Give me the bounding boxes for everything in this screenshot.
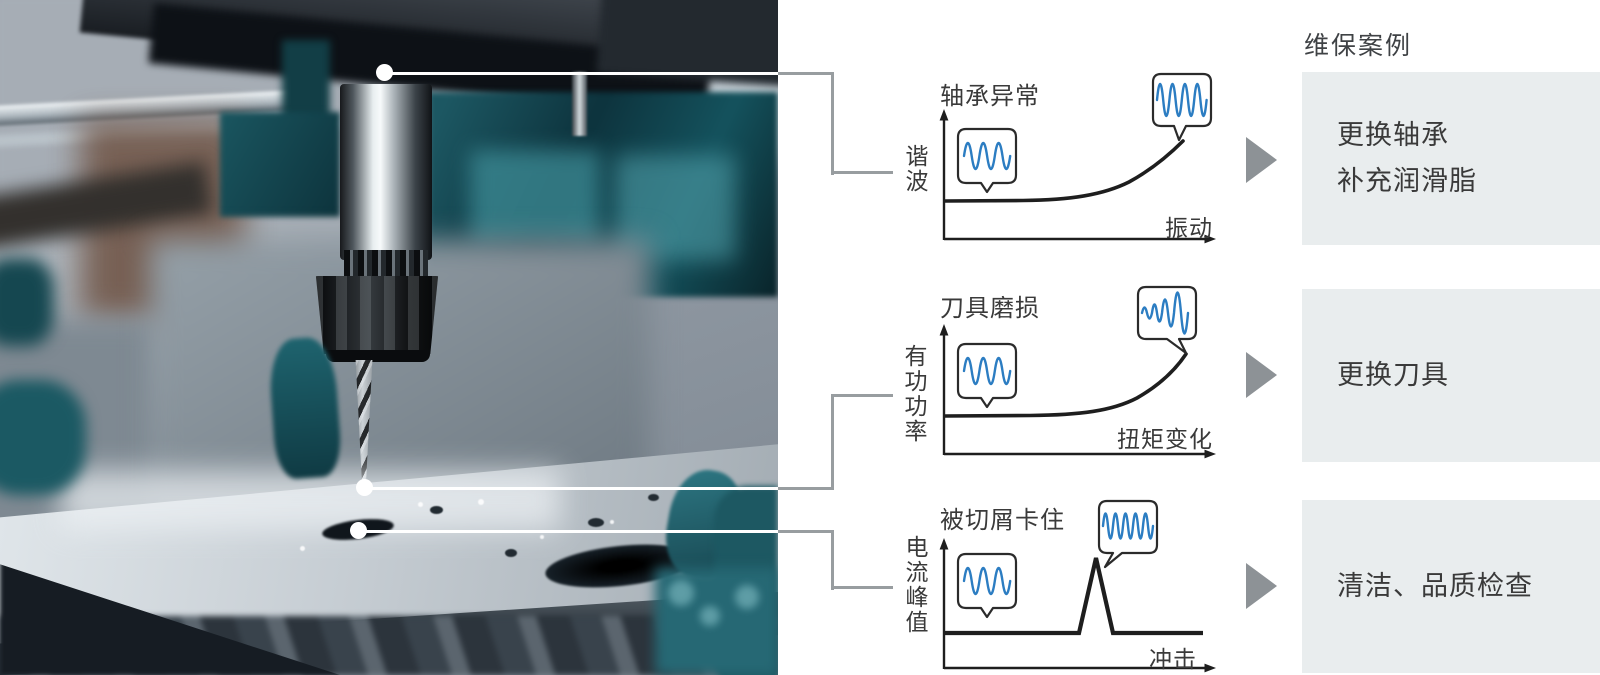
waveform-bubble-normal [956, 552, 1018, 619]
case-text: 更换轴承 [1337, 120, 1449, 151]
droplet [610, 520, 614, 524]
x-axis-label-bearing: 振动 [1165, 216, 1213, 242]
arrow-right-icon [1246, 352, 1277, 398]
plate-highlight [60, 470, 560, 530]
maintenance-cases-header: 维保案例 [1304, 31, 1413, 60]
case-box-bearing: 更换轴承 补充润滑脂 [1302, 72, 1600, 245]
case-text: 清洁、品质检查 [1337, 571, 1533, 602]
teal-clamp-left [0, 258, 54, 346]
case-box-tool: 更换刀具 [1302, 289, 1600, 462]
y-axis-label-bearing: 谐波 [901, 144, 927, 194]
collet-facets [315, 276, 439, 354]
droplet [540, 535, 544, 539]
plot-chip [939, 538, 1216, 673]
collet-chuck [315, 276, 439, 354]
chart-title-tool: 刀具磨损 [940, 294, 1040, 322]
plot-bearing [939, 109, 1216, 244]
droplet [478, 499, 484, 505]
plate-hole [430, 506, 443, 514]
plate-hole [505, 549, 517, 557]
waveform-bubble-abnormal [1097, 499, 1159, 569]
waveform-bubble-abnormal [1151, 72, 1213, 142]
connector-2 [778, 486, 834, 490]
case-text: 补充润滑脂 [1337, 166, 1477, 197]
spindle-cylinder [340, 84, 432, 260]
y-axis-label-tool: 有功功率 [900, 344, 926, 444]
sensor-leader-line-2 [365, 486, 778, 490]
bokeh-highlight [668, 580, 694, 606]
plate-hole [648, 494, 659, 501]
plot-tool [939, 324, 1216, 459]
connector-2 [831, 393, 835, 490]
large-sine-wave-icon [1155, 82, 1208, 118]
connector-1 [831, 71, 835, 175]
growing-sine-wave-icon [1140, 291, 1190, 335]
droplet [300, 546, 305, 551]
arrow-right-icon [1246, 563, 1277, 609]
spindle-knurled-ring [344, 250, 428, 276]
sensor-dot-3 [350, 522, 367, 539]
connector-3 [831, 586, 893, 590]
sensor-dot-2 [356, 479, 373, 496]
arrow-right-icon [1246, 137, 1277, 183]
metal-pin [572, 72, 587, 136]
collet-lip [326, 350, 430, 362]
sensor-leader-line-1 [385, 71, 778, 75]
waveform-bubble-normal [956, 342, 1018, 409]
chart-title-chip: 被切屑卡住 [940, 506, 1065, 534]
small-sine-wave-icon [962, 141, 1012, 171]
small-sine-wave-icon [962, 356, 1012, 386]
teal-fixture [220, 112, 340, 217]
waveform-bubble-abnormal [1136, 285, 1198, 355]
bokeh-highlight [735, 585, 759, 609]
connector-3 [778, 529, 834, 533]
droplet [418, 502, 423, 507]
bokeh-highlight [700, 606, 720, 626]
case-text: 更换刀具 [1337, 360, 1449, 391]
plate-hole [588, 518, 604, 527]
medium-sine-wave-icon [1101, 512, 1155, 540]
connector-1 [778, 71, 834, 75]
machine-photo [0, 0, 778, 675]
x-axis-label-tool: 扭矩变化 [1117, 427, 1213, 453]
chart-title-bearing: 轴承异常 [940, 82, 1040, 110]
connector-1 [831, 171, 893, 175]
teal-clamp-left [0, 380, 86, 495]
connector-2 [831, 393, 893, 397]
y-axis-label-chip: 电流峰值 [901, 535, 927, 635]
x-axis-label-chip: 冲击 [1149, 647, 1197, 673]
fixture-highlight [470, 150, 600, 245]
case-box-chip: 清洁、品质检查 [1302, 500, 1600, 673]
sensor-dot-1 [376, 64, 393, 81]
connector-3 [831, 529, 835, 590]
waveform-bubble-normal [956, 127, 1018, 194]
small-sine-wave-icon [962, 566, 1012, 596]
sensor-leader-line-3 [359, 529, 778, 533]
